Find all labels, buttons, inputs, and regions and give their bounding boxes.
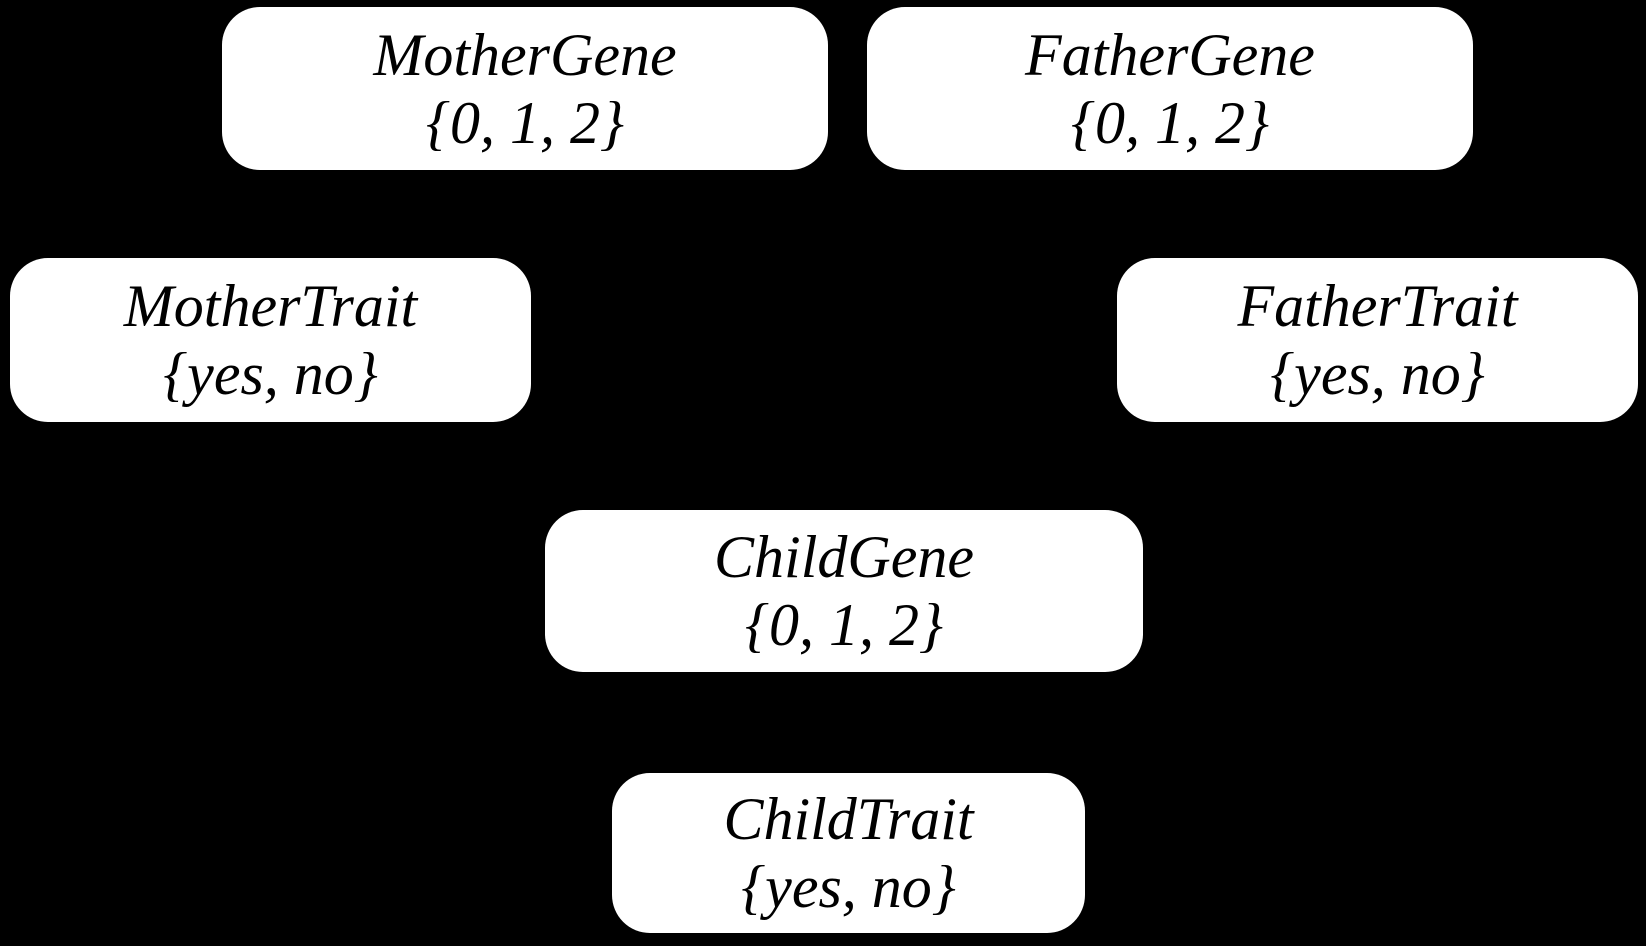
node-father-trait-label: FatherTrait [1237,273,1518,339]
node-father-gene: FatherGene {0, 1, 2} [867,7,1473,170]
node-mother-trait-values: {yes, no} [163,341,378,407]
node-child-gene-label: ChildGene [714,524,974,590]
node-father-gene-label: FatherGene [1025,21,1315,88]
node-mother-trait: MotherTrait {yes, no} [10,258,531,422]
node-mother-gene-label: MotherGene [373,21,677,88]
node-child-gene-values: {0, 1, 2} [745,592,943,658]
node-mother-trait-label: MotherTrait [123,273,418,339]
node-father-trait-values: {yes, no} [1270,341,1485,407]
node-mother-gene: MotherGene {0, 1, 2} [222,7,828,170]
node-child-trait-label: ChildTrait [723,786,974,852]
node-mother-gene-values: {0, 1, 2} [426,89,624,156]
node-child-trait-values: {yes, no} [741,854,956,920]
node-child-gene: ChildGene {0, 1, 2} [545,510,1143,672]
node-father-gene-values: {0, 1, 2} [1071,89,1269,156]
node-father-trait: FatherTrait {yes, no} [1117,258,1638,422]
node-child-trait: ChildTrait {yes, no} [612,773,1085,933]
